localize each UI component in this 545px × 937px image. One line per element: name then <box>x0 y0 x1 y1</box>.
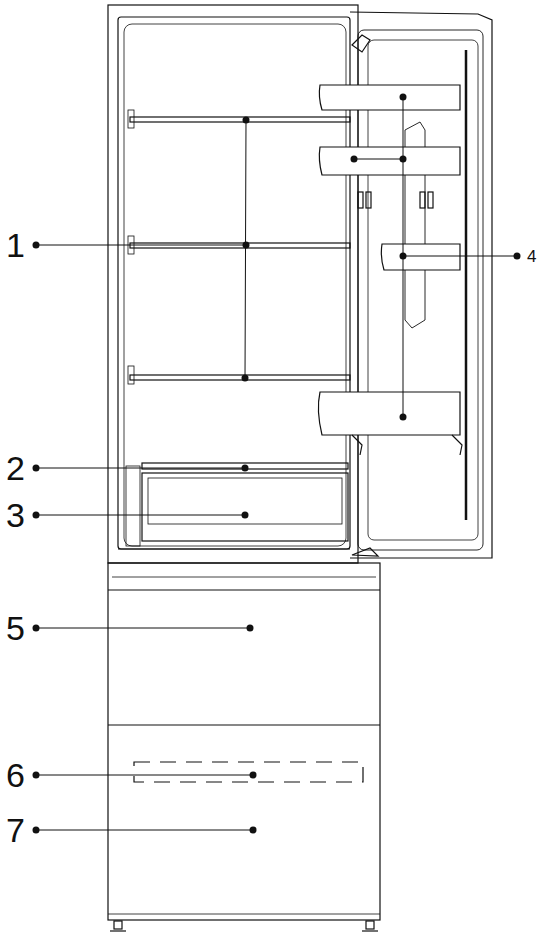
door-bins <box>318 85 462 455</box>
callout-number: 5 <box>6 611 25 645</box>
callout-number: 2 <box>6 451 25 485</box>
callout-number: 7 <box>6 813 25 847</box>
cabinet-bottom <box>118 548 350 549</box>
callout-number: 3 <box>6 498 25 532</box>
glass-shelves <box>128 110 350 384</box>
callout-number: 1 <box>6 228 25 262</box>
inner-liner <box>118 17 350 549</box>
callout-number: 6 <box>6 758 25 792</box>
leader-lines <box>36 97 517 830</box>
freezer-doors <box>108 563 380 931</box>
leader-dots <box>33 94 521 834</box>
callout-number: 4 <box>527 248 536 265</box>
crisper <box>126 463 348 546</box>
hidden-handle <box>134 762 363 782</box>
